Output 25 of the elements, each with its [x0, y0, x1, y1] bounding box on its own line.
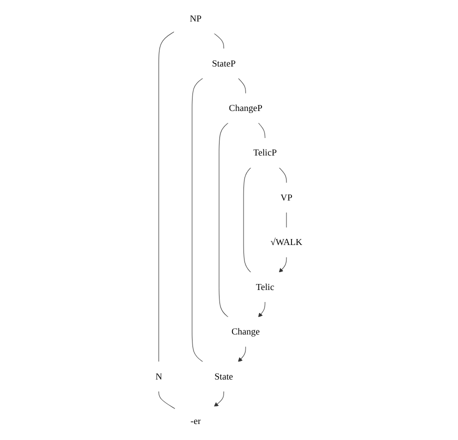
- node-text: NP: [190, 13, 202, 24]
- arrow: [214, 390, 224, 407]
- connector: [258, 122, 266, 139]
- node-text: ChangeP: [229, 102, 262, 114]
- node-text: Telic: [256, 282, 274, 292]
- node-text: State: [214, 371, 234, 382]
- connector: [218, 122, 229, 318]
- connector: [214, 33, 224, 50]
- connector: [286, 212, 287, 228]
- connector: [158, 31, 175, 362]
- connector: [278, 167, 287, 184]
- node-text: StateP: [212, 58, 236, 68]
- arrow: [238, 346, 246, 362]
- arrow: [258, 301, 266, 318]
- connector: [238, 78, 246, 94]
- connector: [243, 167, 252, 273]
- node-text: TelicP: [253, 148, 277, 158]
- node-text: N: [156, 371, 162, 382]
- connector: [158, 390, 176, 410]
- arrow: [278, 256, 287, 273]
- node-text: -er: [190, 416, 201, 426]
- node-text: VP: [280, 192, 292, 203]
- node-text: √WALK: [270, 236, 302, 248]
- node-text: Change: [232, 326, 260, 337]
- connector: [192, 78, 204, 362]
